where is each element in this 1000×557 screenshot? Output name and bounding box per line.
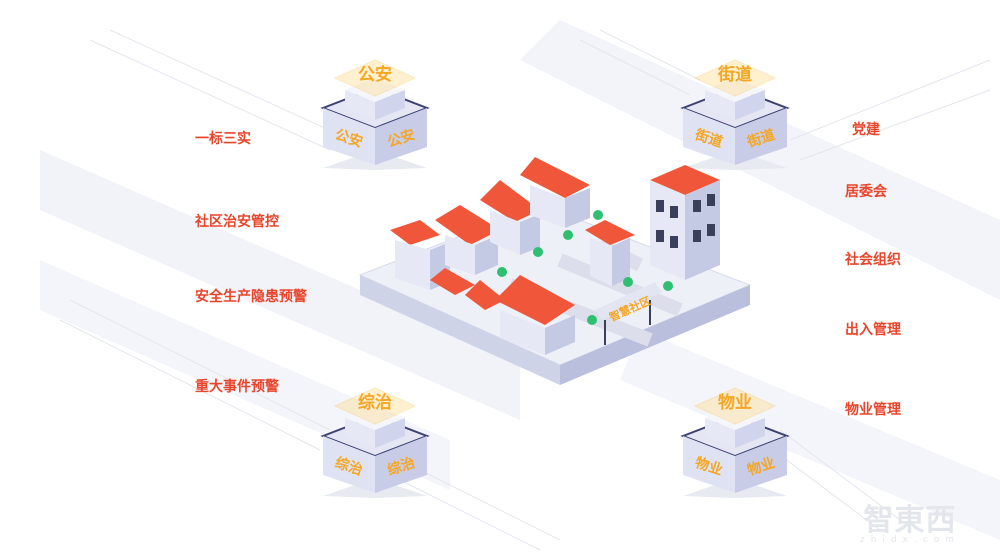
block-wuye: 物业物业物业 [675, 378, 795, 498]
platform-left [360, 275, 560, 385]
wuye-top-label: 物业 [718, 392, 752, 413]
wuye-block-graphic: 物业物业物业 [680, 387, 790, 498]
right-label-2: 居委会 [845, 184, 887, 200]
platform-right [560, 285, 750, 385]
right-label-4: 出入管理 [845, 322, 901, 338]
jiedao-block-graphic: 街道街道街道 [680, 59, 790, 170]
left-label-1: 一标三实 [195, 131, 251, 147]
smart-community-illustration: 智慧社区 [358, 157, 752, 385]
gongan-top-label: 公安 [358, 64, 392, 85]
right-label-3: 社会组织 [845, 252, 901, 268]
right-label-1: 党建 [852, 122, 880, 138]
jiedao-top-label: 街道 [717, 64, 752, 85]
watermark-url: zhidx.com [860, 535, 961, 545]
left-label-4: 重大事件预警 [195, 379, 279, 395]
block-gongan: 公安公安公安 [315, 50, 435, 170]
gongan-block-graphic: 公安公安公安 [320, 59, 430, 170]
watermark: 智東西 zhidx.com [860, 495, 960, 545]
right-label-5: 物业管理 [845, 402, 901, 418]
trees [497, 210, 673, 325]
tall-building [650, 165, 720, 280]
left-label-2: 社区治安管控 [195, 214, 279, 230]
zongzhi-top-label: 综治 [358, 392, 392, 413]
watermark-logo: 智東西 [863, 503, 957, 538]
block-zongzhi: 综治综治综治 [315, 378, 435, 498]
houses [390, 157, 635, 355]
zongzhi-block-graphic: 综治综治综治 [320, 387, 430, 498]
left-label-3: 安全生产隐患预警 [195, 289, 307, 305]
block-jiedao: 街道街道街道 [675, 50, 795, 170]
